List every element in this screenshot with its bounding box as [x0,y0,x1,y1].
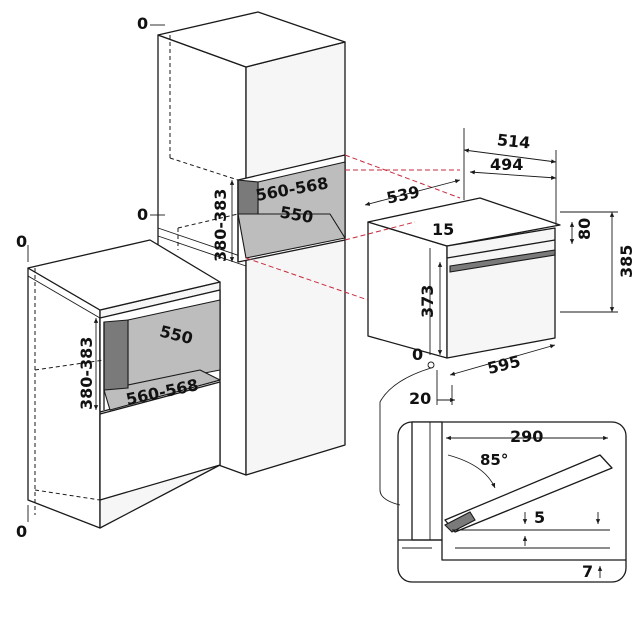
base-bottom-offset-label: 0 [16,522,27,541]
door-gap-5-label: 5 [534,508,545,527]
oven-panel-height-label: 80 [575,218,594,240]
door-swing-clearance-label: 290 [510,427,543,446]
tall-niche-height-label: 380-383 [211,189,230,262]
oven-side-offset-label: 0 [412,345,423,364]
base-top-offset-label: 0 [16,232,27,251]
oven-total-height-label: 385 [617,245,636,278]
oven-depth-514-label: 514 [496,130,531,152]
oven-top-gap-label: 15 [432,220,454,239]
tall-mid-offset-label: 0 [137,205,148,224]
door-gap-7-label: 7 [582,562,593,581]
oven-appliance [367,197,561,359]
oven-depth-494-label: 494 [490,155,523,174]
oven-body-height-label: 373 [418,285,437,318]
projection-lines [245,154,461,301]
base-niche-height-label: 380-383 [77,337,96,410]
dimension-lines [27,24,618,522]
oven-width-label: 595 [485,352,522,379]
door-detail-callout [379,367,627,583]
oven-outer-depth-label: 539 [385,182,422,208]
tall-top-offset-label: 0 [137,14,148,33]
base-cabinet [27,239,221,529]
oven-bottom-offset-label: 20 [409,389,431,408]
door-angle-label: 85° [480,451,508,469]
